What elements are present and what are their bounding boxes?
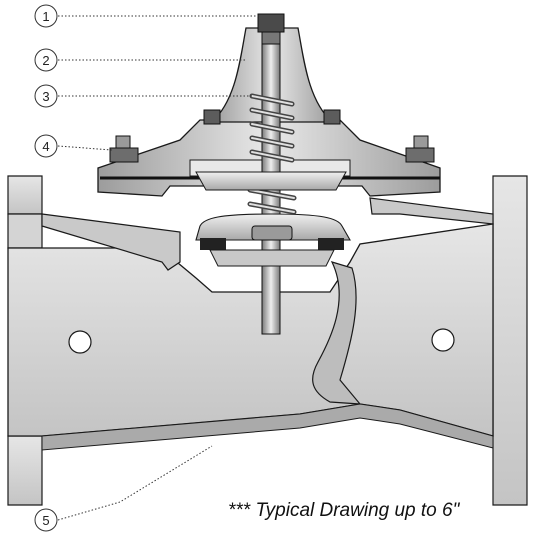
drawing-caption: *** Typical Drawing up to 6"	[228, 500, 460, 521]
bolt-left-outer	[109, 135, 139, 163]
callout-3: 3	[34, 84, 252, 108]
callout-2-number: 2	[42, 53, 49, 68]
callout-4-number: 4	[42, 139, 49, 154]
top-plug	[257, 13, 285, 45]
callout-1: 1	[34, 4, 258, 28]
callout-1-number: 1	[42, 9, 49, 24]
disc-assembly	[195, 171, 351, 267]
bolts	[109, 109, 435, 163]
callout-5-number: 5	[42, 513, 49, 528]
callout-2: 2	[34, 48, 246, 72]
bolt-right-outer	[405, 135, 435, 163]
valve-body	[7, 175, 528, 506]
callout-4: 4	[34, 134, 113, 158]
bolt-left-inner	[203, 109, 221, 125]
bolt-right-inner	[323, 109, 341, 125]
callout-5: 5	[34, 445, 213, 532]
callout-3-number: 3	[42, 89, 49, 104]
